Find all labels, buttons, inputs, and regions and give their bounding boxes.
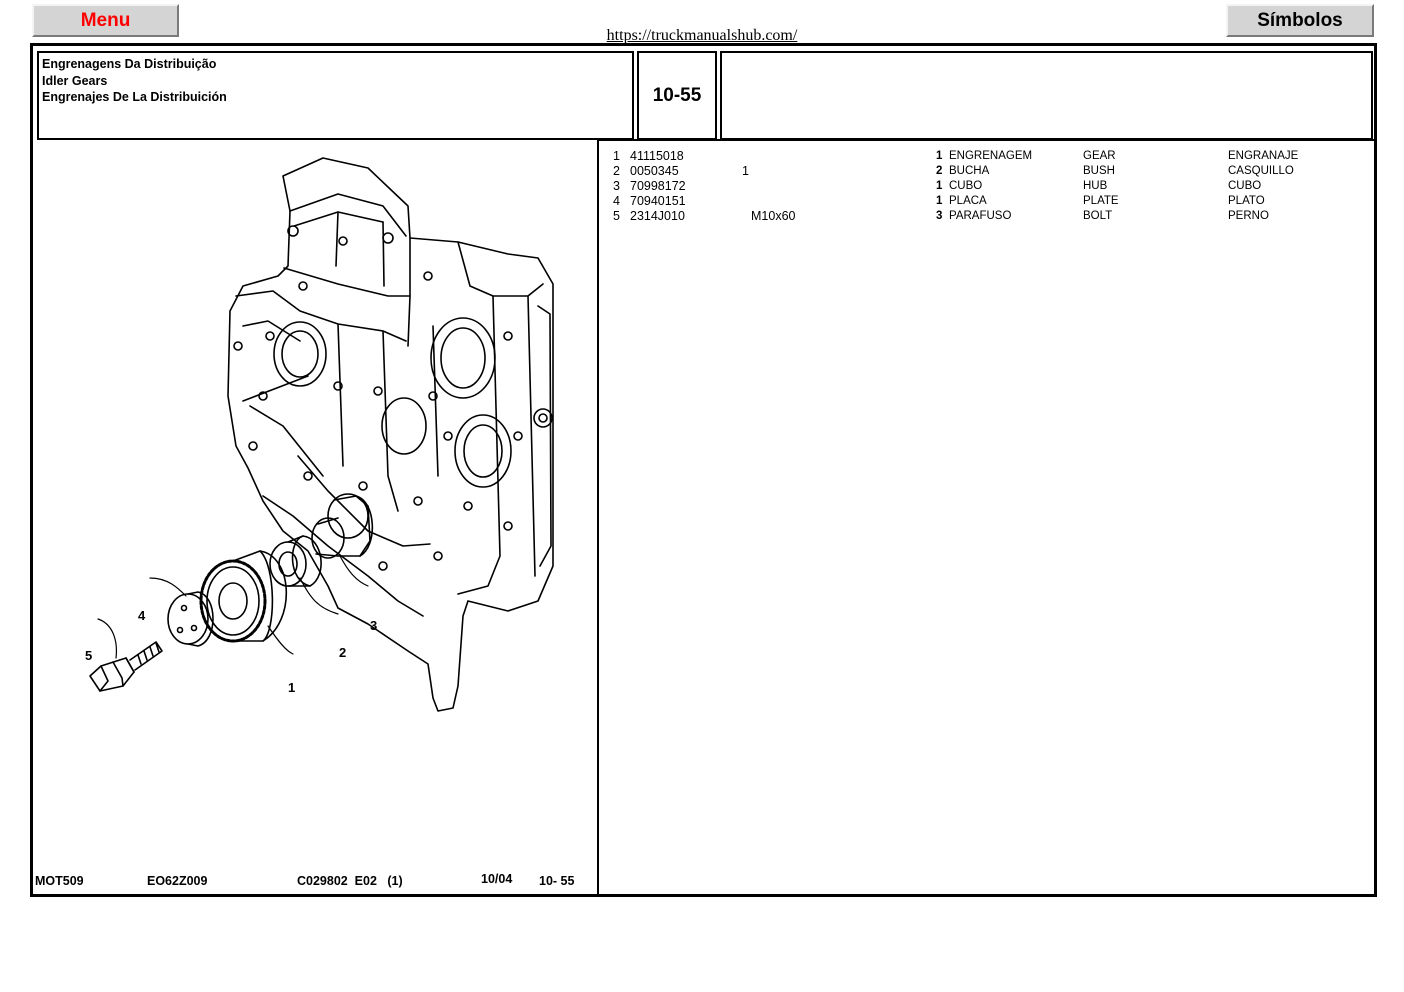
- part-number: 4: [613, 194, 620, 208]
- callout-2: 2: [339, 645, 346, 660]
- part-desc-es: CASQUILLO: [1228, 165, 1294, 177]
- horizontal-divider: [597, 139, 1374, 141]
- gear-part: [199, 550, 288, 643]
- part-desc-pt: PLACA: [949, 195, 987, 207]
- part-code: 70940151: [630, 194, 686, 208]
- vertical-divider: [597, 139, 599, 897]
- part-desc-pt: BUCHA: [949, 165, 990, 177]
- source-url-link[interactable]: https://truckmanualshub.com/: [606, 27, 798, 44]
- footer-model: MOT509: [35, 874, 84, 888]
- part-code: 70998172: [630, 179, 686, 193]
- part-description-row: 1 PLACA: [936, 194, 1032, 209]
- housing-bore-center: [381, 397, 427, 455]
- footer-code: EO62Z009: [147, 874, 208, 888]
- part-number: 3: [613, 179, 620, 193]
- part-description-row: 3 PARAFUSO: [936, 209, 1032, 224]
- housing-bore-upper-left: [273, 321, 327, 387]
- part-code: 2314J010: [630, 209, 685, 223]
- part-desc-en: BOLT: [1083, 210, 1113, 222]
- part-number: 1: [613, 149, 620, 163]
- part-desc-es: PLATO: [1228, 195, 1265, 207]
- part-description-row: 1 CUBO: [936, 179, 1032, 194]
- part-desc-es: ENGRANAJE: [1228, 150, 1299, 162]
- footer-page: 10- 55: [539, 874, 575, 888]
- footer-date: 10/04: [481, 872, 513, 886]
- catalog-page-frame: Engrenagens Da Distribuição Idler Gears …: [30, 43, 1377, 897]
- part-quantity: 1: [936, 150, 943, 162]
- part-desc-en: HUB: [1083, 180, 1108, 192]
- part-desc-en: BUSH: [1083, 165, 1115, 177]
- plate-part: [167, 591, 214, 647]
- part-note: 1: [742, 164, 749, 178]
- part-desc-en: GEAR: [1083, 150, 1116, 162]
- title-english: Idler Gears: [42, 73, 108, 88]
- title-spanish: Engrenajes De La Distribuición: [42, 90, 227, 104]
- exploded-view-illustration: 1 2 3 4 5: [85, 157, 554, 712]
- parts-note-column-a: 1: [742, 164, 749, 179]
- parts-note-column-b: M10x60: [751, 209, 795, 224]
- housing-bore-lower-right: [454, 414, 512, 488]
- part-desc-pt: PARAFUSO: [949, 210, 1012, 222]
- part-note: M10x60: [751, 209, 796, 223]
- callout-1: 1: [288, 680, 295, 695]
- footer-reference: C029802 E02 (1): [297, 874, 403, 888]
- part-quantity: 2: [936, 165, 943, 177]
- parts-number-column: 1 2 3 4 5: [613, 149, 620, 224]
- part-desc-en: PLATE: [1083, 195, 1119, 207]
- part-number: 2: [613, 164, 620, 178]
- part-desc-es: CUBO: [1228, 180, 1262, 192]
- bolt-part: [89, 641, 163, 692]
- part-code: 0050345: [630, 164, 679, 178]
- part-quantity: 3: [936, 210, 943, 222]
- callout-3: 3: [370, 618, 377, 633]
- description-spanish-column: ENGRANAJE CASQUILLO CUBO PLATO PERNO: [1228, 149, 1298, 224]
- part-desc-pt: CUBO: [949, 180, 983, 192]
- part-code: 41115018: [630, 149, 684, 163]
- part-quantity: 1: [936, 180, 943, 192]
- simbolos-button[interactable]: Símbolos: [1226, 4, 1374, 37]
- hub-part: [311, 493, 374, 559]
- title-portuguese: Engrenagens Da Distribuição: [42, 57, 217, 71]
- part-desc-es: PERNO: [1228, 210, 1269, 222]
- part-quantity: 1: [936, 195, 943, 207]
- header-blank-box: [720, 51, 1373, 140]
- page-reference: 10-55: [652, 84, 702, 106]
- part-description-row: 1 ENGRENAGEM: [936, 149, 1032, 164]
- gear-housing-outline: [227, 157, 554, 712]
- parts-code-column: 41115018 0050345 70998172 70940151 2314J…: [630, 149, 686, 224]
- part-number: 5: [613, 209, 620, 223]
- part-description-row: 2 BUCHA: [936, 164, 1032, 179]
- page-reference-box: 10-55: [637, 51, 717, 140]
- callout-5: 5: [85, 648, 92, 663]
- menu-button[interactable]: Menu: [32, 4, 179, 37]
- title-box: Engrenagens Da Distribuição Idler Gears …: [37, 51, 634, 140]
- description-english-column: GEAR BUSH HUB PLATE BOLT: [1083, 149, 1119, 224]
- part-desc-pt: ENGRENAGEM: [949, 150, 1033, 162]
- bush-part: [269, 535, 322, 587]
- callout-4: 4: [138, 608, 146, 623]
- housing-bore-upper-right: [430, 317, 496, 399]
